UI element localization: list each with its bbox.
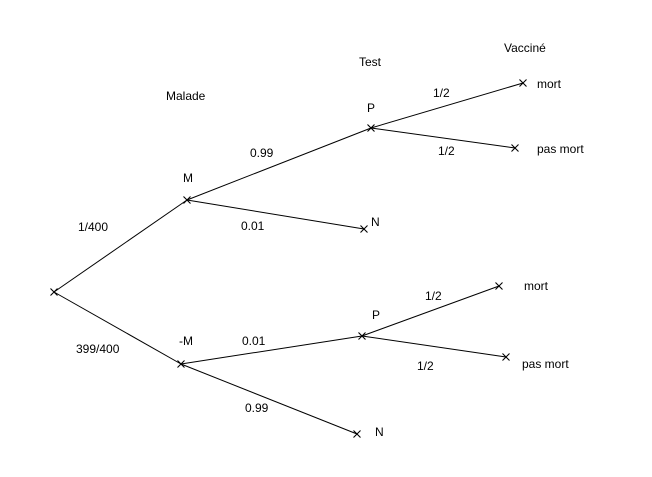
node-label-m-p: P — [367, 101, 375, 115]
edge-root-m — [53, 199, 188, 293]
m-p-pas-mort-marker — [511, 144, 519, 152]
leaf-label-nm-p-mort: mort — [524, 279, 549, 293]
leaf-label-nm-p-pas-mort: pas mort — [522, 357, 569, 371]
edge-m-p-mort — [370, 82, 524, 129]
nm-n-node-marker — [353, 430, 361, 438]
tree-edges — [53, 82, 524, 435]
nm-p-pas-mort-marker — [502, 353, 510, 361]
root-node-marker — [50, 288, 58, 296]
edge-root-not-m — [53, 291, 182, 365]
not-m-node-marker — [177, 360, 185, 368]
m-node-marker — [183, 196, 191, 204]
edge-nm-p-mort — [361, 285, 500, 337]
edge-m-p-pas-mort — [370, 127, 516, 149]
header-test: Test — [359, 55, 382, 69]
node-label-m-n: N — [371, 215, 380, 229]
m-n-node-marker — [360, 225, 368, 233]
leaf-label-m-p-pas-mort: pas mort — [537, 142, 584, 156]
edge-not-m-n — [180, 363, 358, 435]
nm-p-node-marker — [358, 332, 366, 340]
prob-nm-p-mort: 1/2 — [425, 289, 442, 303]
m-p-mort-marker — [519, 79, 527, 87]
edge-not-m-p — [180, 335, 363, 365]
edge-m-n — [186, 199, 365, 230]
node-label-nm-n: N — [375, 425, 384, 439]
node-markers — [50, 79, 527, 438]
prob-m-p-pas-mort: 1/2 — [438, 144, 455, 158]
prob-nm-p-pas-mort: 1/2 — [417, 359, 434, 373]
header-vaccine: Vacciné — [504, 41, 546, 55]
leaf-label-m-p-mort: mort — [537, 77, 562, 91]
prob-not-m-n: 0.99 — [245, 401, 269, 415]
prob-root-not-m: 399/400 — [76, 342, 120, 356]
header-malade: Malade — [166, 89, 206, 103]
prob-m-p: 0.99 — [250, 146, 274, 160]
node-label-m: M — [183, 171, 193, 185]
edge-m-p — [186, 127, 372, 201]
nm-p-mort-marker — [495, 282, 503, 290]
m-p-node-marker — [367, 124, 375, 132]
prob-not-m-p: 0.01 — [242, 334, 266, 348]
edge-nm-p-pas-mort — [361, 335, 507, 358]
prob-root-m: 1/400 — [78, 220, 108, 234]
prob-m-n: 0.01 — [241, 219, 265, 233]
prob-m-p-mort: 1/2 — [433, 86, 450, 100]
node-label-not-m: -M — [179, 334, 193, 348]
node-label-nm-p: P — [372, 308, 380, 322]
